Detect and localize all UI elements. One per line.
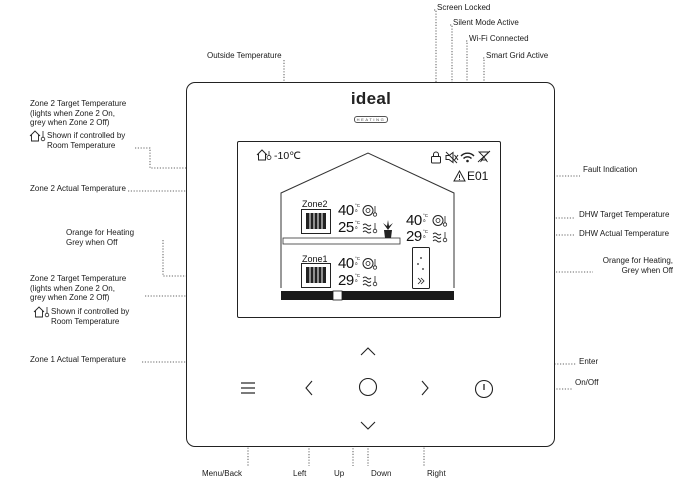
room-temp-icon — [362, 223, 378, 234]
zone1-target-unit-top: °C — [355, 256, 361, 261]
zone2-target-unit-top: °C — [355, 203, 361, 208]
callout-zone2-target-line: Zone 2 Target Temperature — [30, 99, 127, 108]
callout-onoff: On/Off — [575, 378, 599, 387]
label-up: Up — [334, 469, 345, 478]
callout-orange-right-line: Grey when Off — [621, 265, 673, 275]
zone2-actual-unit-bottom: ō — [355, 225, 358, 230]
label-left: Left — [293, 469, 307, 478]
zone2-target-unit-bottom: ō — [355, 208, 358, 213]
zone2-label: Zone2 — [302, 199, 328, 209]
label-menu-back: Menu/Back — [202, 469, 243, 478]
callout-screen-locked: Screen Locked — [437, 3, 491, 12]
callout-orange-left-line: Orange for Heating — [66, 228, 135, 237]
down-button[interactable] — [360, 420, 376, 430]
plant-icon — [383, 220, 393, 238]
silent-mode-icon — [445, 151, 459, 164]
house-thermo-icon — [256, 149, 272, 161]
label-down: Down — [371, 469, 392, 478]
callout-zone2-room-line: Shown if controlled by — [47, 131, 126, 140]
callout-zone2-target-line: grey when Zone 2 Off) — [30, 118, 110, 127]
zone1-target-unit-bottom: ō — [355, 261, 358, 266]
house-thermo-icon — [33, 306, 50, 318]
callout-orange-left: Orange for Heating Grey when Off — [66, 228, 134, 247]
right-button[interactable] — [420, 380, 430, 396]
zone1-actual-unit-bottom: ō — [355, 278, 358, 283]
dhw-tank-icon — [412, 247, 430, 289]
callout-zone2-actual: Zone 2 Actual Temperature — [30, 184, 126, 193]
setpoint-thermo-icon — [432, 215, 448, 227]
callout-zone2-room-line: Room Temperature — [47, 140, 116, 150]
callout-orange-right-line: Orange for Heating, — [602, 256, 673, 265]
menu-button[interactable] — [240, 381, 256, 395]
callout-zone1-room-line: Shown if controlled by — [51, 307, 130, 316]
house-thermo-icon — [29, 130, 46, 142]
dhw-actual-unit-top: °C — [423, 229, 429, 234]
callout-orange-left-line: Grey when Off — [66, 237, 118, 247]
callout-dhw-actual: DHW Actual Temperature — [579, 229, 670, 238]
callout-wifi: Wi-Fi Connected — [469, 34, 529, 43]
callout-zone1-actual: Zone 1 Actual Temperature — [30, 355, 126, 364]
callout-zone2-target: Zone 2 Target Temperature (lights when Z… — [30, 99, 126, 128]
enter-button[interactable] — [358, 377, 378, 397]
brand-sub: HEATING — [353, 116, 389, 123]
dhw-actual-temp: 29 — [406, 228, 422, 245]
setpoint-thermo-icon — [362, 205, 378, 217]
label-right: Right — [427, 469, 446, 478]
callout-zone1-target: Zone 2 Target Temperature (lights when Z… — [30, 274, 126, 303]
zone1-actual-temp: 29 — [338, 272, 354, 289]
dhw-target-temp: 40 — [406, 212, 422, 229]
zone2-target-temp: 40 — [338, 202, 354, 219]
callout-zone1-target-line: Zone 2 Target Temperature — [30, 274, 127, 283]
callout-zone1-target-line: (lights when Zone 2 On, — [30, 283, 115, 293]
up-button[interactable] — [360, 347, 376, 357]
zone1-radiator-icon — [301, 263, 331, 288]
callout-orange-right: Orange for Heating, Grey when Off — [595, 256, 673, 275]
zone1-actual-unit-top: °C — [355, 273, 361, 278]
callout-dhw-target: DHW Target Temperature — [579, 210, 670, 219]
callout-silent-mode: Silent Mode Active — [453, 18, 519, 27]
zone1-label: Zone1 — [302, 254, 328, 264]
outside-temp-value: -10℃ — [274, 150, 301, 162]
callout-zone1-target-line: grey when Zone 2 Off) — [30, 293, 110, 302]
setpoint-thermo-icon — [362, 258, 378, 270]
zone1-target-temp: 40 — [338, 255, 354, 272]
wifi-icon — [460, 152, 475, 163]
fault-code: E01 — [467, 169, 489, 183]
callout-fault: Fault Indication — [583, 165, 638, 174]
zone2-actual-temp: 25 — [338, 219, 354, 236]
room-temp-icon — [362, 276, 378, 287]
lock-icon — [431, 151, 441, 164]
power-button[interactable] — [474, 379, 494, 399]
brand-logo: ideal HEATING — [345, 90, 397, 126]
dhw-actual-unit-bottom: ō — [423, 234, 426, 239]
callout-zone2-target-line: (lights when Zone 2 On, — [30, 108, 115, 118]
water-temp-icon — [432, 232, 448, 243]
warning-icon — [453, 169, 466, 182]
left-button[interactable] — [304, 380, 314, 396]
brand-name: ideal — [350, 89, 392, 108]
callout-zone1-room-line: Room Temperature — [51, 316, 120, 326]
dhw-target-unit-bottom: ō — [423, 218, 426, 223]
callout-zone1-room: Shown if controlled by Room Temperature — [51, 307, 129, 326]
callout-smart-grid: Smart Grid Active — [486, 51, 549, 60]
zone2-radiator-icon — [301, 209, 331, 234]
callout-enter: Enter — [579, 357, 599, 366]
dhw-target-unit-top: °C — [423, 213, 429, 218]
callout-outside-temp: Outside Temperature — [207, 51, 282, 60]
smart-grid-icon — [477, 150, 491, 163]
callout-zone2-room: Shown if controlled by Room Temperature — [47, 131, 125, 150]
zone2-actual-unit-top: °C — [355, 220, 361, 225]
